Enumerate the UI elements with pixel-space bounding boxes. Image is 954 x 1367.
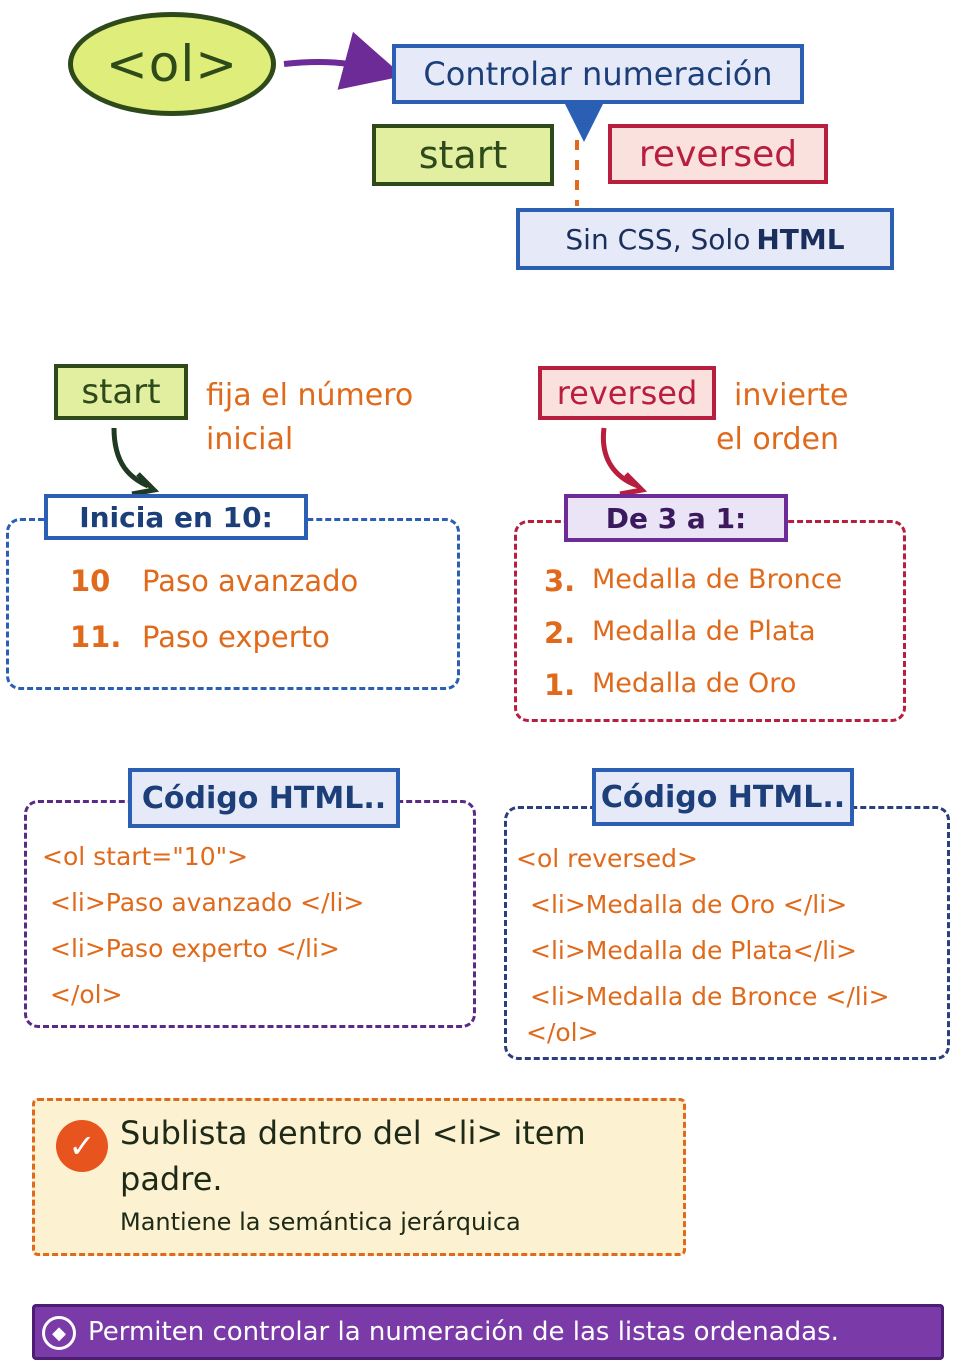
start-badge-label: start bbox=[81, 372, 161, 412]
info-icon: ◆ bbox=[42, 1316, 76, 1350]
start-badge: start bbox=[54, 364, 188, 420]
reversed-attr-box: reversed bbox=[608, 124, 828, 184]
start-example-title-text: Inicia en 10: bbox=[79, 500, 273, 534]
code-line: <li>Paso experto </li> bbox=[50, 934, 340, 963]
start-description-line1: fija el número bbox=[206, 378, 414, 413]
code-line: <li>Medalla de Oro </li> bbox=[530, 890, 848, 919]
start-item-number: 10 bbox=[70, 564, 111, 598]
ol-tag-text: <ol> bbox=[105, 35, 239, 93]
reversed-item-number: 2. bbox=[544, 616, 576, 650]
start-example-box bbox=[6, 518, 460, 690]
reversed-example-title: De 3 a 1: bbox=[564, 494, 788, 542]
hero-connectors bbox=[283, 31, 604, 206]
reversed-badge-label: reversed bbox=[556, 374, 698, 412]
code-line: <li>Paso avanzado </li> bbox=[50, 888, 365, 917]
reversed-item-number: 3. bbox=[544, 564, 576, 598]
code-line: <ol start="10"> bbox=[42, 842, 249, 871]
title-text: Controlar numeración bbox=[423, 55, 773, 93]
start-item-number: 11. bbox=[70, 620, 122, 654]
reversed-description-line2: el orden bbox=[716, 422, 840, 457]
code-line: </ol> bbox=[526, 1018, 599, 1047]
hero-arrow-icon bbox=[283, 31, 404, 90]
tip-line1: Sublista dentro del <li> item bbox=[120, 1114, 586, 1152]
start-attr-label: start bbox=[418, 133, 508, 177]
tip-line3: Mantiene la semántica jerárquica bbox=[120, 1208, 521, 1236]
reversed-badge: reversed bbox=[538, 366, 716, 420]
code-line: <li>Medalla de Bronce </li> bbox=[530, 982, 890, 1011]
reversed-description-line1: invierte bbox=[734, 378, 849, 413]
reversed-example-title-text: De 3 a 1: bbox=[605, 501, 747, 535]
reversed-item-number: 1. bbox=[544, 668, 576, 702]
code-line: <ol reversed> bbox=[516, 844, 698, 873]
reversed-attr-label: reversed bbox=[638, 133, 798, 175]
note-prefix: Sin CSS, Solo bbox=[565, 222, 751, 256]
ol-tag-bubble: <ol> bbox=[68, 12, 276, 116]
code-reversed-title-text: Código HTML.. bbox=[600, 779, 846, 815]
tip-line2: padre. bbox=[120, 1160, 223, 1198]
code-line: </ol> bbox=[50, 980, 123, 1009]
checkmark-icon: ✓ bbox=[56, 1120, 108, 1172]
start-item-label: Paso avanzado bbox=[142, 564, 359, 598]
reversed-item-label: Medalla de Plata bbox=[592, 616, 816, 647]
start-item-label: Paso experto bbox=[142, 620, 330, 654]
code-start-title-text: Código HTML.. bbox=[141, 780, 387, 816]
start-example-title: Inicia en 10: bbox=[44, 494, 308, 540]
footer-text: Permiten controlar la numeración de las … bbox=[88, 1317, 839, 1347]
reversed-curved-arrow-icon bbox=[600, 427, 648, 497]
note-bold: HTML bbox=[756, 222, 845, 256]
code-line: <li>Medalla de Plata</li> bbox=[530, 936, 857, 965]
tip-box bbox=[32, 1098, 686, 1256]
code-start-title: Código HTML.. bbox=[128, 768, 400, 828]
start-attr-box: start bbox=[372, 124, 554, 186]
start-description-line2: inicial bbox=[206, 422, 294, 457]
reversed-item-label: Medalla de Oro bbox=[592, 668, 797, 699]
code-reversed-title: Código HTML.. bbox=[592, 768, 854, 826]
start-curved-arrow-icon bbox=[111, 427, 160, 497]
title-box: Controlar numeración bbox=[392, 44, 804, 104]
no-css-note: Sin CSS, Solo HTML bbox=[516, 208, 894, 270]
reversed-item-label: Medalla de Bronce bbox=[592, 564, 843, 595]
footer-banner bbox=[32, 1304, 944, 1360]
